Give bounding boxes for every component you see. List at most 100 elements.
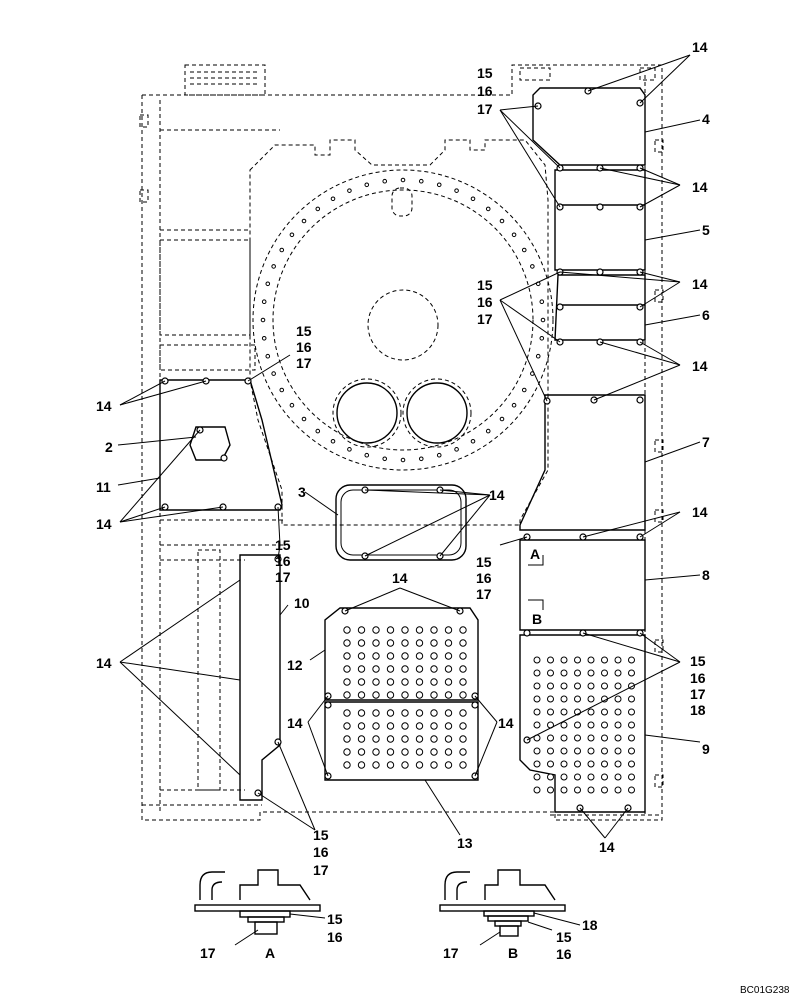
callout-10: 10	[294, 595, 310, 611]
perforation-hole	[459, 678, 467, 686]
perforation-hole	[357, 626, 366, 634]
detail-view-a	[194, 869, 326, 946]
panel-13-perforations	[343, 709, 467, 769]
perforation-hole	[372, 761, 380, 769]
perforation-hole	[547, 773, 554, 781]
panel-11	[159, 379, 283, 511]
perforation-hole	[601, 669, 608, 677]
perforation-hole	[628, 773, 635, 781]
callout-16: 16	[476, 570, 492, 586]
perforation-hole	[459, 709, 467, 717]
perforation-hole	[357, 639, 366, 647]
callout-18: 18	[690, 702, 706, 718]
callout-15: 15	[690, 653, 706, 669]
perforation-hole	[560, 786, 568, 794]
perforation-hole	[357, 748, 366, 756]
perforation-hole	[343, 735, 351, 743]
perforation-hole	[574, 734, 581, 742]
flywheel-hole	[454, 447, 459, 452]
perforation-hole	[343, 639, 351, 647]
callout-17: 17	[296, 355, 312, 371]
callout-5: 5	[702, 222, 710, 238]
perforation-hole	[574, 760, 581, 768]
perforation-hole	[574, 747, 581, 755]
perforation-hole	[574, 656, 581, 664]
perforation-hole	[430, 665, 438, 673]
flywheel-hole	[470, 438, 476, 444]
perforation-hole	[401, 761, 409, 769]
callout-18: 18	[582, 917, 598, 933]
perforation-hole	[430, 761, 438, 769]
flywheel-hole	[271, 264, 276, 269]
perforation-hole	[430, 709, 438, 717]
perforation-hole	[459, 748, 467, 756]
perforation-hole	[560, 760, 568, 768]
perforation-hole	[547, 695, 554, 703]
perforation-hole	[614, 669, 622, 677]
marker-a: A	[528, 546, 544, 566]
perforation-hole	[547, 747, 554, 755]
perforation-hole	[386, 748, 395, 756]
machine-frame-outline	[139, 64, 664, 821]
perforation-hole	[444, 709, 453, 717]
perforation-hole	[372, 691, 380, 699]
callout-14: 14	[692, 276, 708, 292]
perforation-hole	[628, 721, 635, 729]
perforation-hole	[401, 735, 409, 743]
perforation-hole	[430, 722, 438, 730]
perforation-hole	[444, 722, 453, 730]
callout-14: 14	[599, 839, 615, 855]
callout-14: 14	[96, 655, 112, 671]
perforation-hole	[533, 721, 541, 729]
callout-11: 11	[96, 479, 111, 495]
flywheel-hole	[454, 188, 459, 193]
callout-2: 2	[105, 439, 113, 455]
perforation-hole	[587, 721, 595, 729]
perforation-hole	[459, 691, 467, 699]
perforation-hole	[343, 748, 351, 756]
callout-16: 16	[296, 339, 312, 355]
perforation-hole	[560, 682, 568, 690]
flywheel-hole	[364, 182, 370, 188]
flywheel-hole	[347, 188, 352, 193]
perforation-hole	[343, 709, 351, 717]
panel-4	[532, 87, 646, 166]
right-panels	[519, 87, 646, 813]
perforation-hole	[533, 708, 541, 716]
callout-17: 17	[477, 311, 493, 327]
perforation-hole	[533, 656, 541, 664]
perforation-hole	[430, 678, 438, 686]
flywheel-hole	[301, 416, 307, 422]
callout-16: 16	[477, 294, 493, 310]
flywheel-hole	[301, 218, 307, 224]
marker-b-label: B	[532, 611, 542, 627]
perforation-hole	[601, 656, 608, 664]
callout-14: 14	[489, 487, 505, 503]
flywheel-hole	[279, 387, 285, 393]
perforation-hole	[560, 695, 568, 703]
perforation-hole	[444, 639, 453, 647]
callout-4: 4	[702, 111, 710, 127]
perforation-hole	[444, 748, 453, 756]
perforation-hole	[614, 708, 622, 716]
callout-15: 15	[313, 827, 329, 843]
perforation-hole	[357, 761, 366, 769]
callout-7: 7	[702, 434, 710, 450]
flywheel-hole	[347, 447, 352, 452]
flywheel-hole	[418, 456, 424, 462]
perforation-hole	[415, 761, 424, 769]
flywheel-hole	[279, 247, 285, 253]
flywheel-hole	[382, 178, 388, 184]
perforation-hole	[372, 748, 380, 756]
callout-16: 16	[556, 946, 572, 962]
flywheel-hole	[400, 177, 406, 183]
flywheel-hole	[330, 196, 336, 202]
perforation-hole	[372, 626, 380, 634]
callout-15: 15	[477, 65, 493, 81]
callout-14: 14	[692, 358, 708, 374]
perforation-hole	[601, 773, 608, 781]
perforation-hole	[560, 708, 568, 716]
perforation-hole	[547, 669, 554, 677]
perforation-hole	[533, 695, 541, 703]
perforation-hole	[533, 760, 541, 768]
